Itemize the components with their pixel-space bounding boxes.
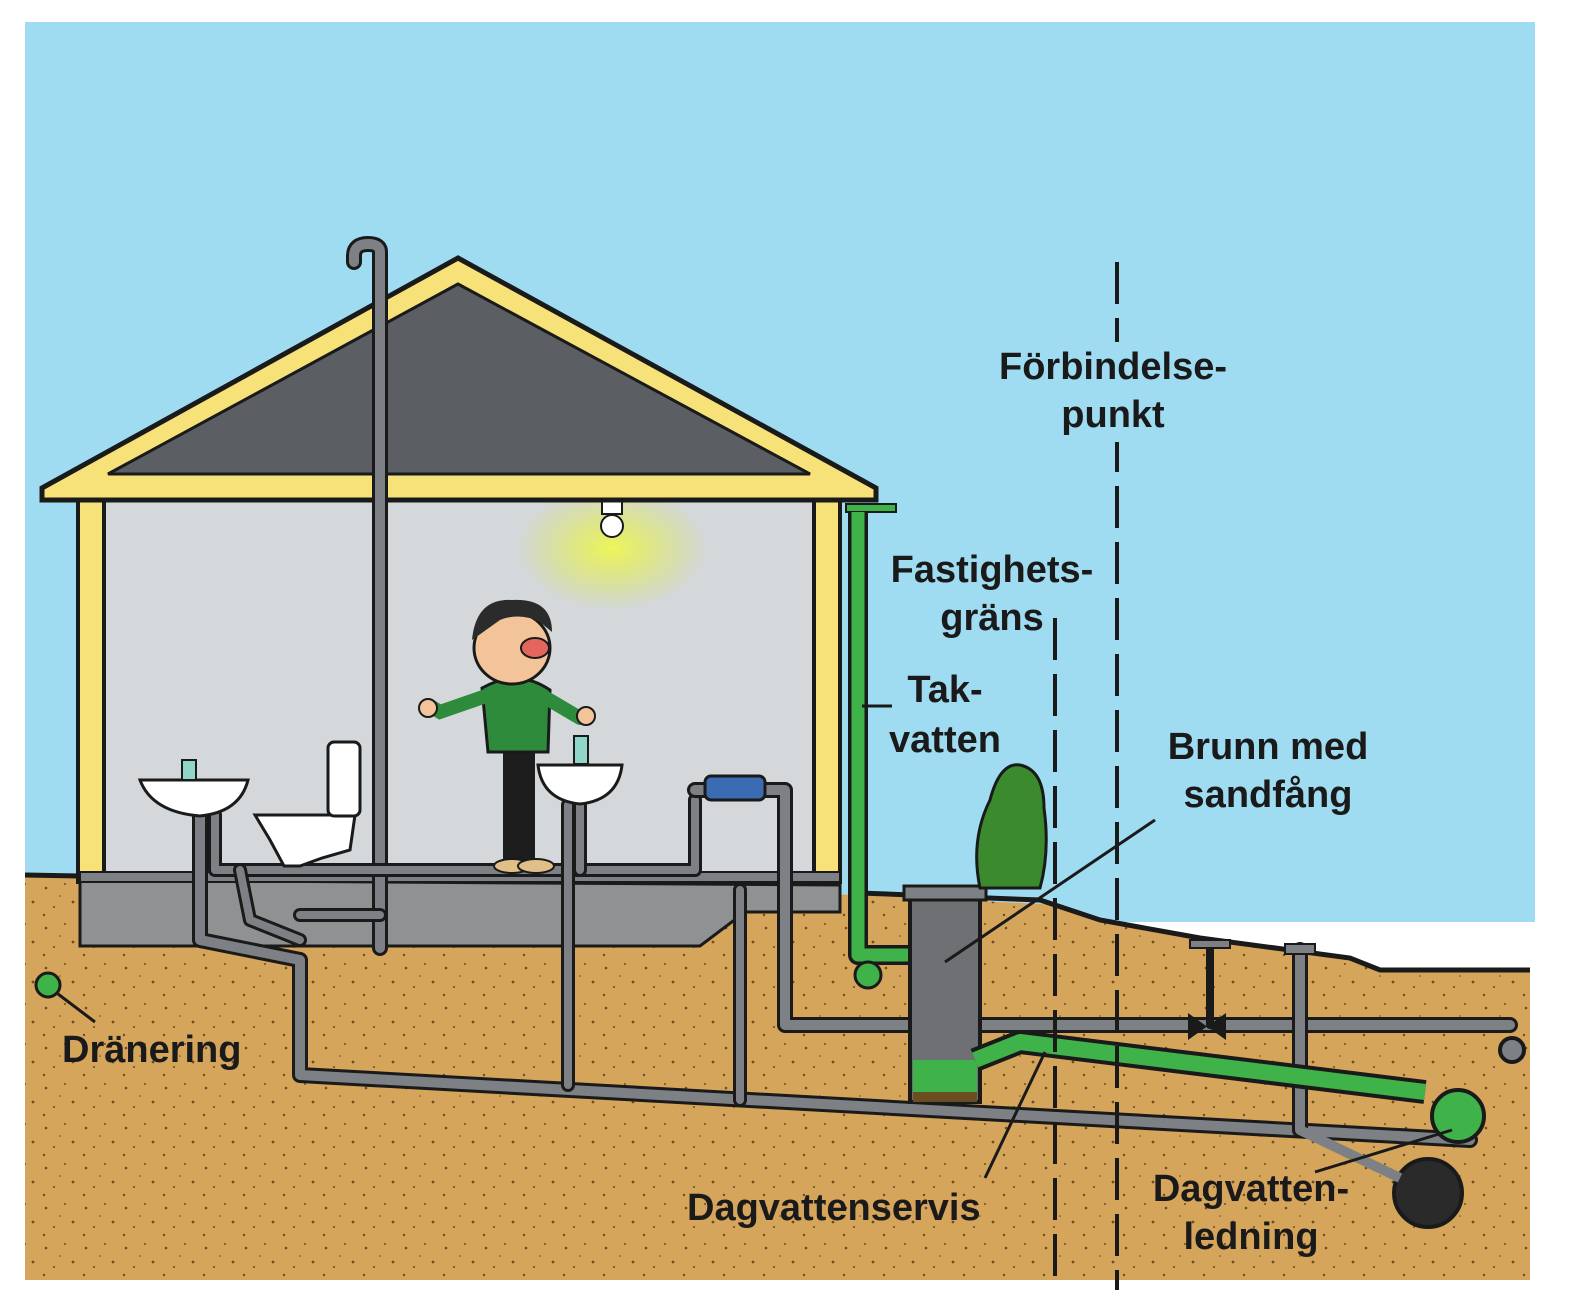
dagvattenservis-label: Dagvattenservis	[687, 1187, 981, 1229]
dagvattenledning-label-line1: Dagvatten-	[1152, 1168, 1350, 1210]
dagvattenledning-label-line2: ledning	[1183, 1216, 1319, 1258]
brunn-leader	[944, 818, 1156, 964]
right-wall	[812, 495, 842, 884]
storm-service-pipe-fill	[972, 1034, 1426, 1100]
ground-line-left	[24, 872, 81, 879]
downspout-elbow	[853, 960, 883, 990]
fastighetsgrans-label-line2: gräns	[940, 597, 1044, 639]
fastighetsgrans-label-line1: Fastighets-	[890, 549, 1094, 591]
takvatten-label-line1: Tak-	[907, 669, 983, 711]
dagvattenservis-leader	[983, 1051, 1047, 1179]
sediment	[913, 1092, 977, 1102]
sewer-main-pipe	[1392, 1157, 1464, 1229]
sewer-main-pipe-link	[1297, 1125, 1403, 1183]
shutoff-valve-icon	[1188, 1013, 1226, 1040]
cleanout-cap	[1284, 943, 1316, 955]
well-cap	[902, 884, 988, 902]
gutter	[845, 503, 897, 513]
left-faucet	[181, 759, 197, 781]
water-meter	[703, 774, 767, 802]
dagvattenledning-leader	[1314, 1128, 1453, 1174]
toilet	[252, 813, 357, 868]
forbindelsepunkt-label-line2: punkt	[1061, 394, 1165, 436]
brunn-label-line2: sandfång	[1183, 774, 1353, 816]
attic	[107, 282, 811, 476]
ground-texture	[25, 875, 1530, 1280]
forbindelsepunkt-label-line1: Förbindelse-	[998, 346, 1228, 388]
forbindelse-label-bg	[985, 342, 1241, 442]
right-faucet	[573, 735, 589, 765]
takvatten-label-line2: vatten	[889, 719, 1001, 761]
ground-line	[859, 890, 1530, 973]
left-wall	[76, 495, 106, 884]
drainage-pipe	[34, 971, 62, 999]
left-sink	[137, 778, 250, 818]
toilet-tank	[326, 740, 362, 818]
bush	[975, 763, 1048, 890]
dranering-label: Dränering	[62, 1029, 242, 1071]
brunn-label-line1: Brunn med	[1167, 726, 1369, 768]
dranering-leader	[57, 992, 96, 1024]
right-sink	[536, 763, 624, 806]
valve-cap	[1189, 939, 1231, 949]
lamp-glow	[517, 486, 707, 610]
storm-main-pipe	[1430, 1088, 1486, 1144]
water-main-end	[1498, 1036, 1526, 1064]
fastighet-label-bg	[878, 545, 1106, 600]
vent-stack-fill	[349, 238, 385, 953]
person	[418, 599, 596, 874]
light-bulb-icon	[600, 514, 624, 538]
